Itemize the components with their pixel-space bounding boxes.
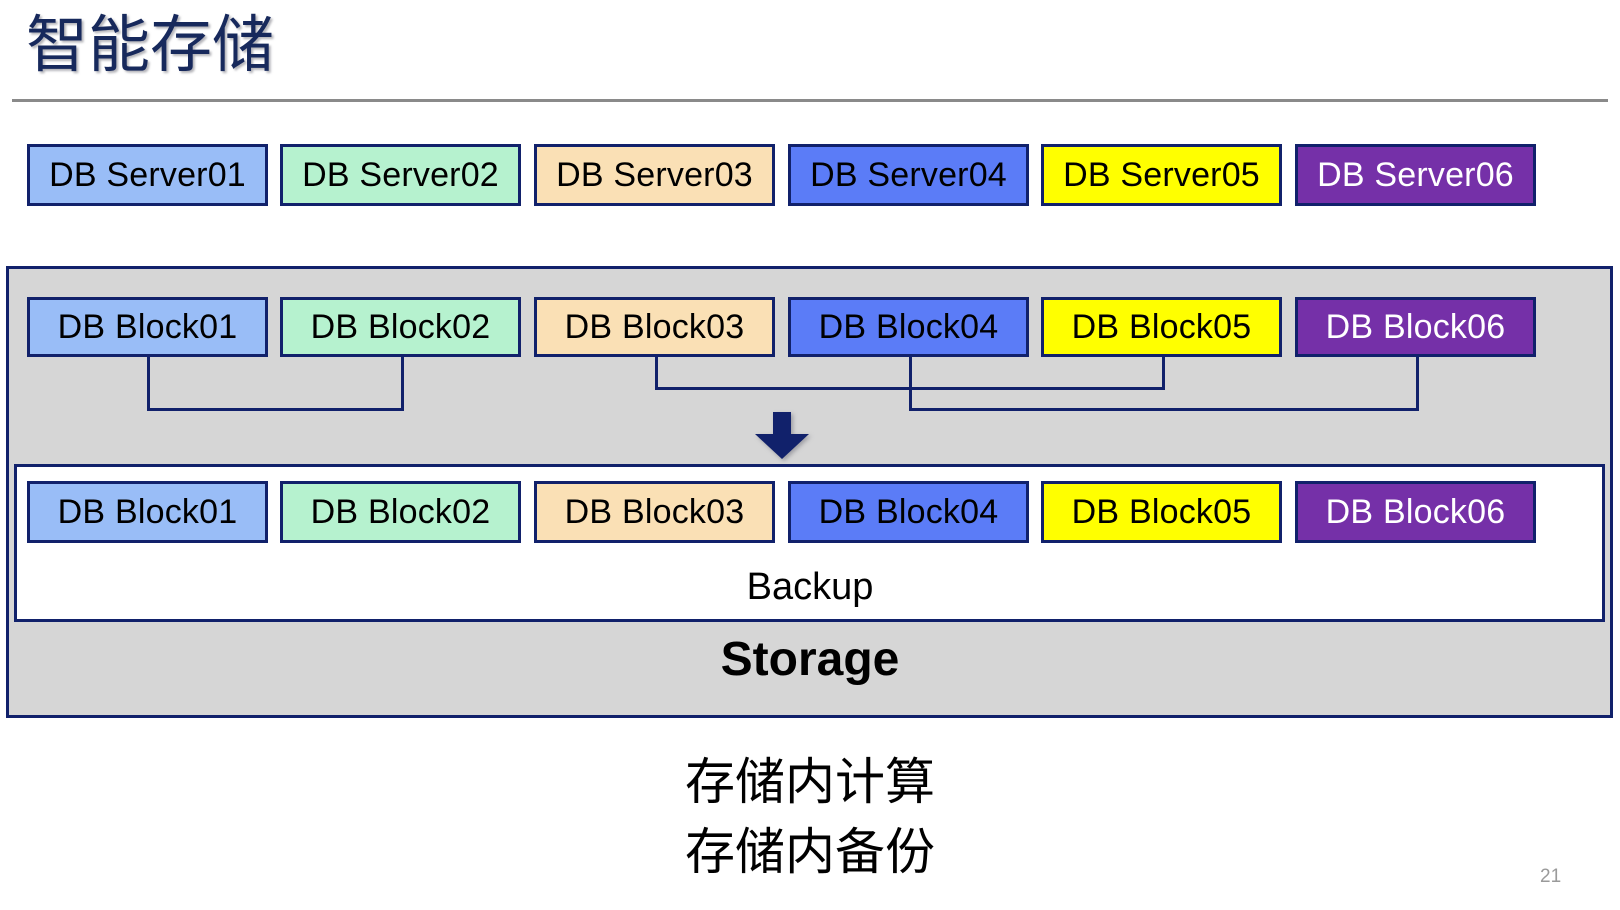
- db-block-backup-box-5[interactable]: DB Block05: [1041, 481, 1282, 543]
- db-block-backup-box-4[interactable]: DB Block04: [788, 481, 1029, 543]
- db-server-box-6[interactable]: DB Server06: [1295, 144, 1536, 206]
- db-block-live-box-1[interactable]: DB Block01: [27, 297, 268, 357]
- db-block-live-box-2[interactable]: DB Block02: [280, 297, 521, 357]
- db-server-box-5[interactable]: DB Server05: [1041, 144, 1282, 206]
- db-block-live-box-4[interactable]: DB Block04: [788, 297, 1029, 357]
- db-block-live-box-6[interactable]: DB Block06: [1295, 297, 1536, 357]
- db-block-backup-box-2[interactable]: DB Block02: [280, 481, 521, 543]
- caption-in-storage-backup: 存储内备份: [685, 824, 935, 880]
- connector-horizontal-2: [655, 387, 1165, 390]
- connector-horizontal-1: [147, 408, 404, 411]
- caption-in-storage-compute: 存储内计算: [685, 754, 935, 810]
- connector-vertical-2: [401, 357, 404, 411]
- db-block-backup-box-1[interactable]: DB Block01: [27, 481, 268, 543]
- connector-vertical-6: [1416, 357, 1419, 411]
- db-block-backup-box-6[interactable]: DB Block06: [1295, 481, 1536, 543]
- page-title: 智能存储: [26, 11, 275, 80]
- db-server-box-3[interactable]: DB Server03: [534, 144, 775, 206]
- backup-label: Backup: [746, 566, 874, 608]
- db-block-backup-box-3[interactable]: DB Block03: [534, 481, 775, 543]
- connector-vertical-4: [909, 357, 912, 411]
- connector-vertical-3: [655, 357, 658, 390]
- db-block-live-box-3[interactable]: DB Block03: [534, 297, 775, 357]
- connector-horizontal-3: [909, 408, 1419, 411]
- db-block-live-box-5[interactable]: DB Block05: [1041, 297, 1282, 357]
- db-server-box-2[interactable]: DB Server02: [280, 144, 521, 206]
- db-server-box-1[interactable]: DB Server01: [27, 144, 268, 206]
- db-server-box-4[interactable]: DB Server04: [788, 144, 1029, 206]
- page-number: 21: [1540, 866, 1562, 887]
- storage-label: Storage: [720, 633, 900, 686]
- down-arrow-icon: [755, 412, 809, 459]
- title-divider: [12, 99, 1608, 102]
- connector-vertical-1: [147, 357, 150, 411]
- connector-vertical-5: [1162, 357, 1165, 390]
